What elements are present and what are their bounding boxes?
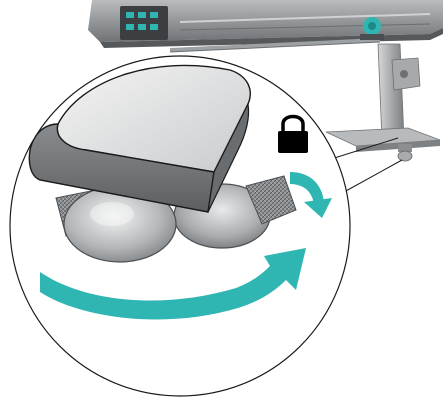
background-caster — [398, 144, 412, 161]
control-panel — [120, 6, 168, 40]
stand-leg — [378, 44, 404, 140]
